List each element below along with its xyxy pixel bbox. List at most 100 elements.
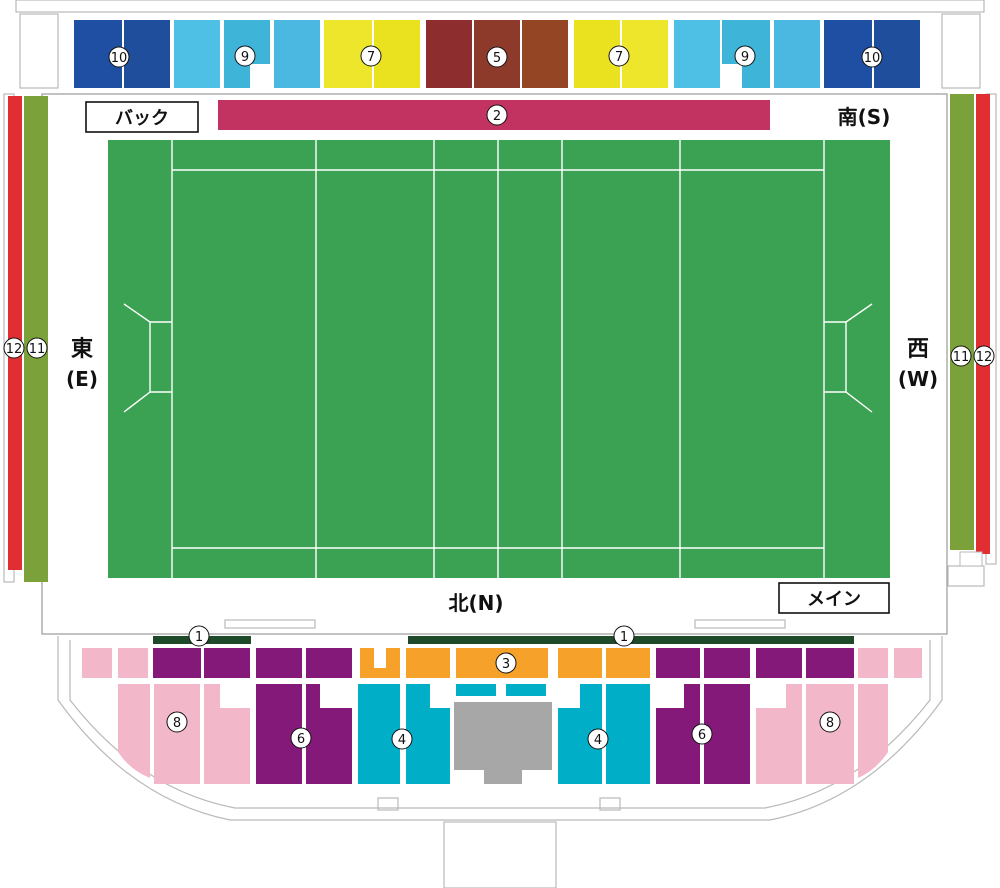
- north-direction-label: 北(N): [448, 591, 503, 615]
- section-4-box-left[interactable]: [456, 684, 496, 696]
- pitch-surface: [108, 140, 890, 578]
- west-stand-stairs: [959, 551, 983, 567]
- section-3-front-1[interactable]: [360, 648, 400, 678]
- section-8-rear-left-1[interactable]: [118, 684, 150, 778]
- svg-text:2: 2: [493, 109, 501, 124]
- svg-text:6: 6: [297, 732, 305, 747]
- svg-text:7: 7: [615, 50, 623, 65]
- section-12-east[interactable]: [8, 96, 22, 570]
- section-4-rear-left-2[interactable]: [406, 684, 450, 784]
- marker-10-right: 10: [861, 46, 883, 68]
- section-markers: 10 9 7 5 7 9 10 2 12 11 11 12 1 1 3 8 6 …: [3, 45, 995, 750]
- section-8-rear-right-2[interactable]: [806, 684, 854, 784]
- marker-11-west: 11: [950, 345, 972, 367]
- marker-1-right: 1: [613, 625, 635, 647]
- svg-text:11: 11: [953, 350, 970, 365]
- section-8-front-3[interactable]: [858, 648, 888, 678]
- section-6-front-7[interactable]: [756, 648, 802, 678]
- section-3-front-2[interactable]: [406, 648, 450, 678]
- stadium-outline: [3, 0, 997, 888]
- section-8-front-4[interactable]: [894, 648, 922, 678]
- svg-text:7: 7: [367, 50, 375, 65]
- section-6-rear-left-1[interactable]: [256, 684, 302, 784]
- section-3-front-4[interactable]: [558, 648, 602, 678]
- marker-9-left: 9: [234, 45, 256, 67]
- section-7-block-right-b[interactable]: [622, 20, 668, 88]
- section-11-west[interactable]: [950, 94, 974, 550]
- svg-text:9: 9: [741, 50, 749, 65]
- marker-7-right: 7: [608, 45, 630, 67]
- svg-text:11: 11: [29, 342, 46, 357]
- section-4-rear-right-1[interactable]: [558, 684, 602, 784]
- section-6-front-3[interactable]: [256, 648, 302, 678]
- section-6-front-4[interactable]: [306, 648, 352, 678]
- svg-text:12: 12: [6, 342, 23, 357]
- section-8-rear-right-1[interactable]: [756, 684, 802, 784]
- section-6-rear-right-1[interactable]: [656, 684, 700, 784]
- section-6-front-6[interactable]: [704, 648, 750, 678]
- marker-11-east: 11: [26, 337, 48, 359]
- svg-text:3: 3: [502, 657, 510, 672]
- back-label-box: バック: [85, 101, 199, 133]
- west-stand: [950, 94, 990, 567]
- marker-1-left: 1: [188, 625, 210, 647]
- section-8-front-1[interactable]: [82, 648, 112, 678]
- svg-text:12: 12: [976, 350, 993, 365]
- marker-7-left: 7: [360, 45, 382, 67]
- main-label: メイン: [807, 589, 861, 610]
- section-8-rear-right-3[interactable]: [858, 684, 888, 778]
- svg-text:5: 5: [493, 51, 501, 66]
- section-6-front-2[interactable]: [204, 648, 250, 678]
- marker-3: 3: [495, 652, 517, 674]
- section-6-front-5[interactable]: [656, 648, 700, 678]
- west-direction-letter: (W): [898, 367, 938, 391]
- svg-text:8: 8: [826, 716, 834, 731]
- marker-4-right: 4: [587, 728, 609, 750]
- section-6-front-1[interactable]: [153, 648, 201, 678]
- section-8-rear-left-3[interactable]: [204, 684, 250, 784]
- marker-9-right: 9: [734, 45, 756, 67]
- svg-text:1: 1: [620, 630, 628, 645]
- pitch-markings: [123, 140, 873, 578]
- main-label-box: メイン: [778, 582, 890, 614]
- section-7-block-left-b[interactable]: [374, 20, 420, 88]
- south-direction-label: 南(S): [838, 105, 891, 129]
- svg-text:10: 10: [111, 51, 128, 66]
- section-5-block-c[interactable]: [522, 20, 568, 88]
- south-stand: [74, 20, 920, 88]
- marker-10-left: 10: [108, 46, 130, 68]
- section-4-rear-left-1[interactable]: [358, 684, 400, 784]
- press-box: [454, 702, 552, 784]
- marker-6-left: 6: [290, 727, 312, 749]
- back-label: バック: [115, 108, 169, 129]
- marker-2: 2: [486, 104, 508, 126]
- section-10-block-left-b[interactable]: [124, 20, 170, 88]
- svg-text:4: 4: [398, 733, 406, 748]
- marker-8-left: 8: [166, 711, 188, 733]
- marker-12-west: 12: [973, 345, 995, 367]
- svg-text:8: 8: [173, 716, 181, 731]
- svg-text:6: 6: [698, 728, 706, 743]
- svg-text:1: 1: [195, 630, 203, 645]
- section-12-west[interactable]: [976, 94, 990, 554]
- svg-text:4: 4: [594, 733, 602, 748]
- north-stand: [82, 636, 922, 784]
- east-direction-char: 東: [71, 337, 93, 362]
- section-4-box-right[interactable]: [506, 684, 546, 696]
- marker-6-right: 6: [691, 723, 713, 745]
- section-6-front-8[interactable]: [806, 648, 854, 678]
- section-5-block-a[interactable]: [426, 20, 472, 88]
- section-4-rear-right-2[interactable]: [606, 684, 650, 784]
- section-9-block-right-c[interactable]: [774, 20, 820, 88]
- section-9-block-left-a[interactable]: [174, 20, 220, 88]
- section-3-front-5[interactable]: [606, 648, 650, 678]
- west-direction-char: 西: [907, 337, 929, 362]
- section-9-block-right-a[interactable]: [674, 20, 720, 88]
- section-6-rear-left-2[interactable]: [306, 684, 352, 784]
- section-8-front-2[interactable]: [118, 648, 148, 678]
- section-8-rear-left-2[interactable]: [154, 684, 200, 784]
- marker-5: 5: [486, 46, 508, 68]
- section-9-block-left-c[interactable]: [274, 20, 320, 88]
